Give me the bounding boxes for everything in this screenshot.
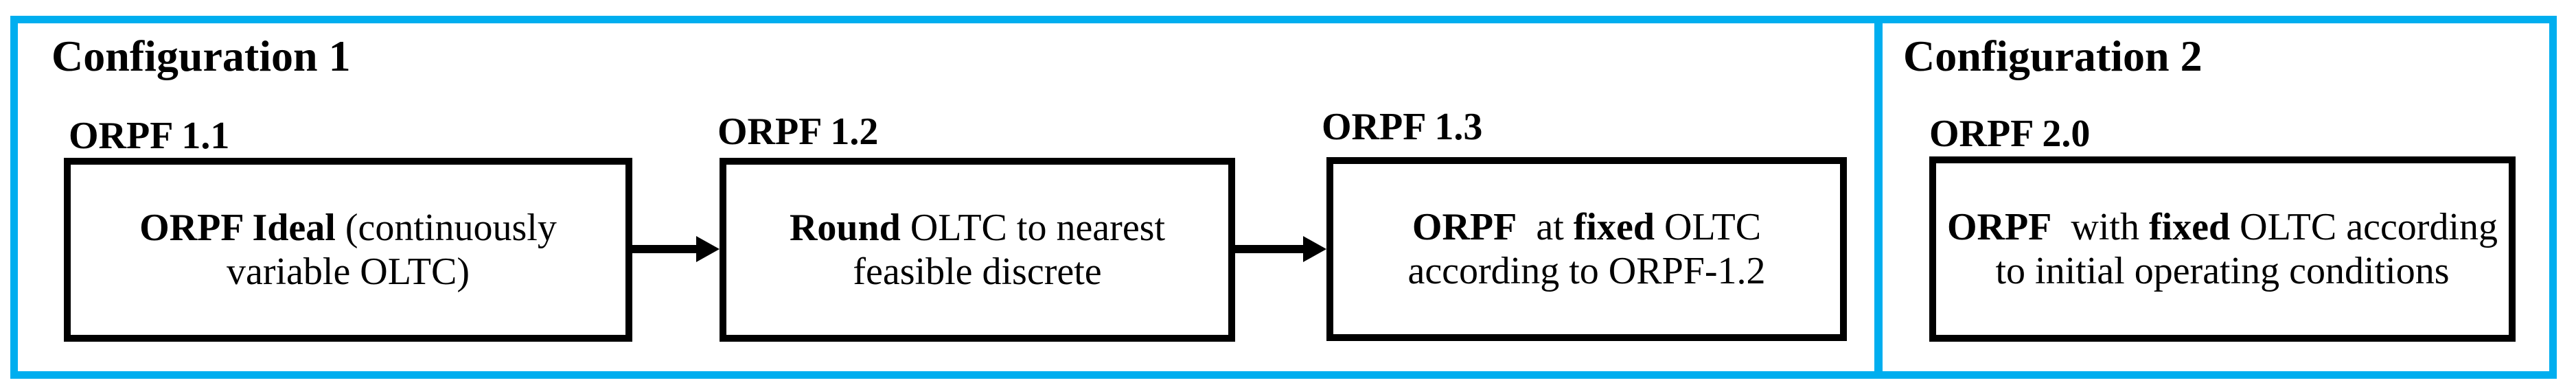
arrow-right-icon [696,236,720,262]
box-text-segment: at [1517,206,1574,248]
arrow-1-shaft [632,245,698,253]
config2-title: Configuration 2 [1903,32,2203,80]
box-orpf-1-2-text: Round OLTC to nearest feasible discrete [790,206,1165,294]
box-orpf-1-3: ORPF at fixed OLTC according to ORPF-1.2 [1326,157,1847,341]
box-label-orpf-1-1: ORPF 1.1 [69,115,230,157]
arrow-right-icon [1303,236,1326,262]
box-text-line: to initial operating conditions [1947,249,2498,293]
box-text-segment: OLTC [1654,206,1762,248]
box-text-line: ORPF Ideal (continuously [139,206,557,250]
box-orpf-2-0-text: ORPF with fixed OLTC according to initia… [1947,205,2498,293]
box-text-segment: variable OLTC) [226,250,470,293]
box-text-segment: OLTC according [2230,206,2498,248]
box-text-segment: with [2051,206,2149,248]
box-text-segment: according to ORPF-1.2 [1407,250,1766,292]
panel-divider [1874,16,1883,379]
box-label-orpf-2-0: ORPF 2.0 [1929,113,2091,155]
box-text-line: Round OLTC to nearest [790,206,1165,250]
box-label-orpf-1-3: ORPF 1.3 [1322,106,1483,148]
box-orpf-1-1-text: ORPF Ideal (continuously variable OLTC) [139,206,557,294]
box-label-orpf-1-2: ORPF 1.2 [717,110,879,153]
box-text-segment: fixed [1573,206,1655,248]
box-orpf-1-2: Round OLTC to nearest feasible discrete [720,158,1235,342]
box-orpf-1-1: ORPF Ideal (continuously variable OLTC) [64,158,632,342]
box-text-segment: ORPF Ideal [139,207,336,249]
box-text-segment: ORPF [1946,206,2052,248]
box-orpf-2-0: ORPF with fixed OLTC according to initia… [1929,156,2516,342]
box-text-segment: to initial operating conditions [1995,250,2450,292]
box-text-line: feasible discrete [790,250,1165,294]
box-text-segment: fixed [2148,206,2231,248]
box-text-line: ORPF with fixed OLTC according [1947,205,2498,249]
box-text-segment: Round [789,207,901,249]
box-text-segment: (continuously [335,207,557,249]
box-text-line: ORPF at fixed OLTC [1407,205,1765,249]
box-orpf-1-3-text: ORPF at fixed OLTC according to ORPF-1.2 [1407,205,1765,293]
box-text-segment: ORPF [1412,206,1517,248]
box-text-segment: feasible discrete [853,250,1102,293]
box-text-line: according to ORPF-1.2 [1407,249,1765,293]
figure-frame [10,16,2557,379]
box-text-segment: OLTC to nearest [900,207,1166,249]
box-text-line: variable OLTC) [139,250,557,294]
arrow-2-shaft [1234,245,1304,253]
config1-title: Configuration 1 [51,32,351,80]
